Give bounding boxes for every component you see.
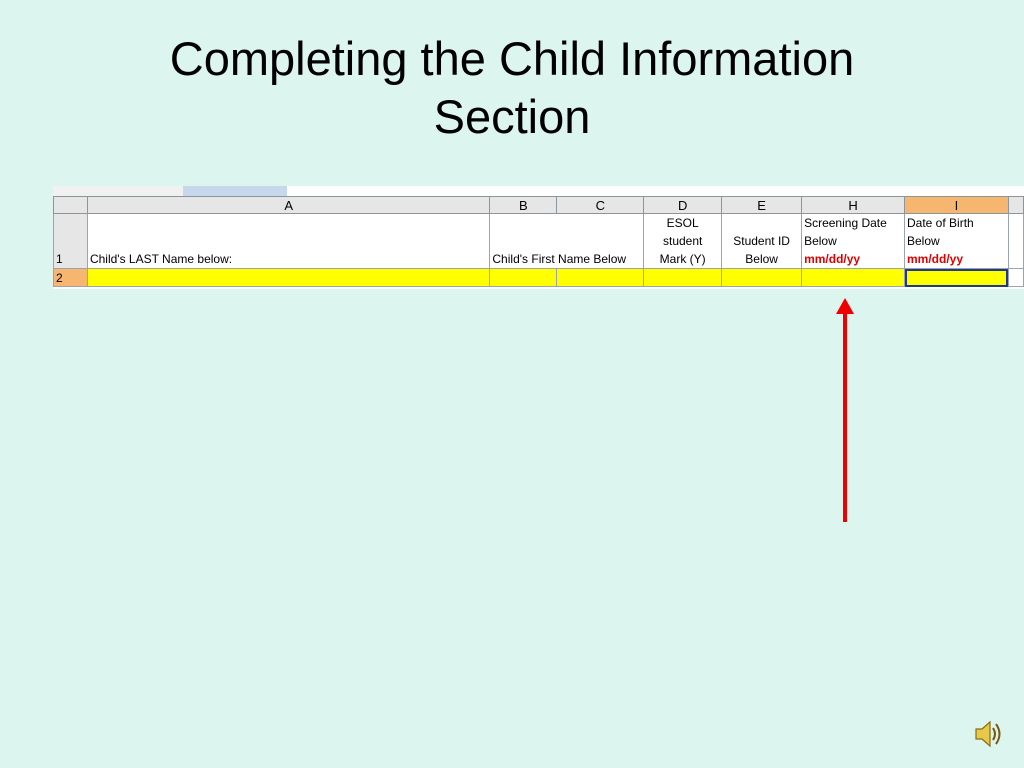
spreadsheet-grid: A B C D E H I 1 Child's LAST Name below:… xyxy=(53,196,1024,287)
date-of-birth-line: Date of Birth xyxy=(907,216,974,230)
cell-i2-active[interactable] xyxy=(904,268,1009,287)
date-format-hint: mm/dd/yy xyxy=(907,252,964,266)
cell-d2[interactable] xyxy=(643,268,723,287)
cell-b1[interactable]: Child's First Name Below xyxy=(489,213,645,269)
cell-i1[interactable]: Date of Birth Below mm/dd/yy xyxy=(904,213,1009,269)
formula-bar-selection xyxy=(183,186,287,196)
cell-b2[interactable] xyxy=(489,268,558,287)
column-header-a[interactable]: A xyxy=(86,196,491,214)
column-header-c[interactable]: C xyxy=(556,196,645,214)
cell-a1[interactable]: Child's LAST Name below: xyxy=(86,213,491,269)
date-format-hint: mm/dd/yy xyxy=(804,252,861,266)
screening-date-line: Screening Date xyxy=(804,216,887,230)
cell-d1[interactable]: ESOL student Mark (Y) xyxy=(643,213,723,269)
table-row: 2 xyxy=(53,268,1024,287)
below-line: Below xyxy=(745,252,778,266)
column-header-next[interactable] xyxy=(1007,196,1024,214)
student-line: student xyxy=(662,234,703,248)
name-box[interactable] xyxy=(53,186,183,196)
slide-title: Completing the Child Information Section xyxy=(0,30,1024,146)
column-header-b[interactable]: B xyxy=(489,196,558,214)
cell-e2[interactable] xyxy=(721,268,803,287)
cell-next1[interactable] xyxy=(1007,213,1024,269)
slide-title-line2: Section xyxy=(433,90,591,143)
column-header-h[interactable]: H xyxy=(801,196,905,214)
row-header-1[interactable]: 1 xyxy=(53,213,88,269)
select-all-corner[interactable] xyxy=(53,196,88,214)
mark-line: Mark (Y) xyxy=(659,252,706,266)
cell-c2[interactable] xyxy=(556,268,645,287)
student-id-line: Student ID xyxy=(733,234,790,248)
cell-e1[interactable]: Student ID Below xyxy=(721,213,803,269)
up-arrow-icon xyxy=(836,298,854,522)
table-row: 1 Child's LAST Name below: Child's First… xyxy=(53,213,1024,269)
row-header-2[interactable]: 2 xyxy=(53,268,88,287)
below-line: Below xyxy=(907,234,940,248)
speaker-icon[interactable] xyxy=(970,716,1006,752)
esol-line: ESOL xyxy=(666,216,699,230)
column-header-i[interactable]: I xyxy=(904,196,1009,214)
column-header-d[interactable]: D xyxy=(643,196,723,214)
cell-next2[interactable] xyxy=(1007,268,1024,287)
spreadsheet-screenshot: A B C D E H I 1 Child's LAST Name below:… xyxy=(53,186,1024,289)
cell-a2[interactable] xyxy=(86,268,491,287)
cell-h2[interactable] xyxy=(801,268,905,287)
slide-title-line1: Completing the Child Information xyxy=(169,32,855,85)
below-line: Below xyxy=(804,234,837,248)
column-header-e[interactable]: E xyxy=(721,196,803,214)
cell-h1[interactable]: Screening Date Below mm/dd/yy xyxy=(801,213,905,269)
